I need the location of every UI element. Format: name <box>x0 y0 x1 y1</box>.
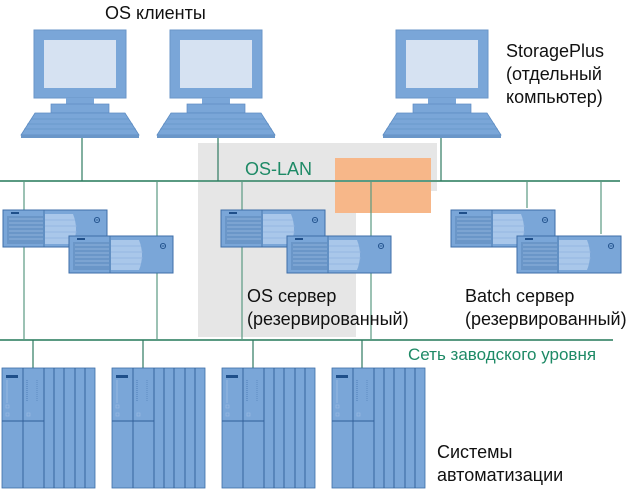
automation-label: Системы автоматизации <box>437 441 563 487</box>
automation-line1: Системы <box>437 442 513 462</box>
automation-system-icon[interactable] <box>221 367 316 489</box>
automation-system-icon[interactable] <box>111 367 206 489</box>
os-lan-label: OS-LAN <box>245 159 313 179</box>
server-icon[interactable] <box>68 235 174 274</box>
os-server-icon[interactable] <box>286 235 392 274</box>
os-server-line1: OS сервер <box>247 286 337 306</box>
batch-server-label: Batch сервер (резервированный) <box>465 285 627 331</box>
storageplus-label: StoragePlus (отдельный компьютер) <box>506 40 604 109</box>
storageplus-name: StoragePlus <box>506 41 605 61</box>
os-client-2-icon[interactable] <box>156 29 276 139</box>
automation-line2: автоматизации <box>437 465 564 485</box>
automation-system-icon[interactable] <box>1 367 96 489</box>
storageplus-line1: (отдельный <box>506 64 602 84</box>
os-server-line2: (резервированный) <box>247 309 409 329</box>
os-client-1-icon[interactable] <box>20 29 140 139</box>
storageplus-line2: компьютер) <box>506 87 603 107</box>
storageplus-computer-icon[interactable] <box>382 29 502 139</box>
os-clients-label: OS клиенты <box>105 3 206 23</box>
batch-server-line1: Batch сервер <box>465 286 575 306</box>
plant-bus-label: Сеть заводского уровня <box>408 345 597 364</box>
batch-server-icon[interactable] <box>516 235 622 274</box>
storageplus-zone <box>335 158 431 213</box>
os-server-label: OS сервер (резервированный) <box>247 285 409 331</box>
batch-server-line2: (резервированный) <box>465 309 627 329</box>
automation-system-icon[interactable] <box>331 367 426 489</box>
